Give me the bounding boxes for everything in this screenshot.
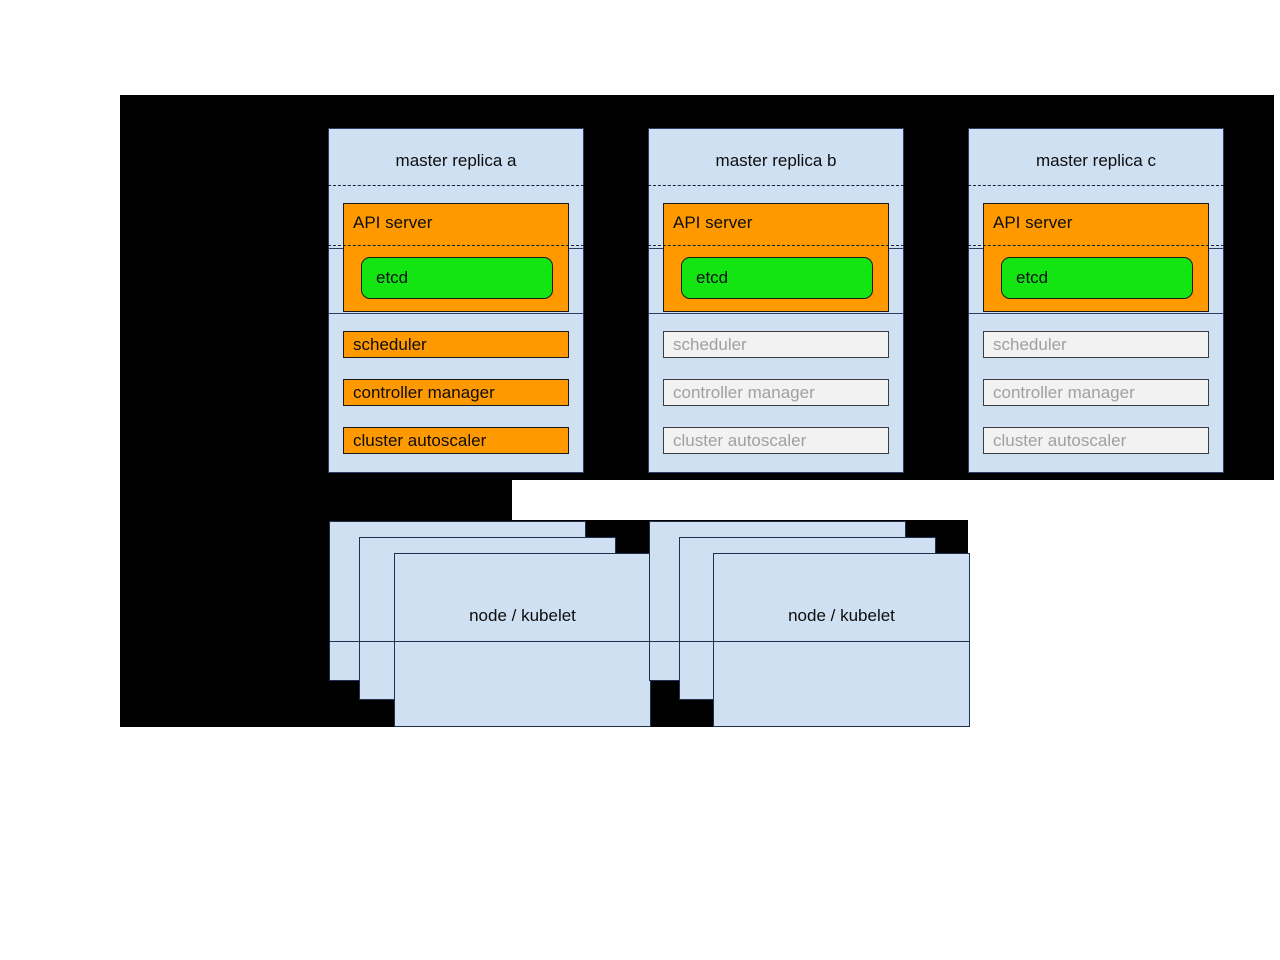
replica-c-etcd[interactable]: etcd	[1001, 257, 1193, 299]
replica-a-divider-top	[328, 185, 584, 186]
replica-c-title: master replica c	[1036, 151, 1156, 170]
replica-a-etcd-band-bottom	[328, 313, 584, 314]
replica-b-divider-mid	[648, 245, 904, 246]
replica-b-etcd[interactable]: etcd	[681, 257, 873, 299]
replica-b-etcd-label: etcd	[696, 268, 729, 287]
replica-c-cluster-autoscaler-label: cluster autoscaler	[993, 430, 1127, 450]
replica-c-etcd-band-bottom	[968, 313, 1224, 314]
replica-c-controller-manager[interactable]: controller manager	[983, 379, 1209, 406]
replica-a-scheduler[interactable]: scheduler	[343, 331, 569, 358]
replica-b-title: master replica b	[715, 151, 837, 170]
replica-b-divider-top	[648, 185, 904, 186]
replica-c-api-server-label: API server	[993, 213, 1073, 232]
node-group-right-label: node / kubelet	[788, 606, 895, 625]
node-section-divider	[329, 641, 970, 642]
replica-c-divider-top	[968, 185, 1224, 186]
replica-b-cluster-autoscaler-label: cluster autoscaler	[673, 430, 807, 450]
backdrop-left-middle	[120, 480, 512, 520]
replica-b-controller-manager[interactable]: controller manager	[663, 379, 889, 406]
replica-a-controller-manager-label: controller manager	[353, 382, 495, 402]
replica-b-cluster-autoscaler[interactable]: cluster autoscaler	[663, 427, 889, 454]
replica-a-cluster-autoscaler-label: cluster autoscaler	[353, 430, 487, 450]
replica-c-etcd-label: etcd	[1016, 268, 1049, 287]
replica-a-scheduler-label: scheduler	[353, 334, 427, 354]
node-group-right-card-front[interactable]: node / kubelet	[713, 553, 970, 727]
replica-b-scheduler-label: scheduler	[673, 334, 747, 354]
replica-c-controller-manager-label: controller manager	[993, 382, 1135, 402]
replica-b-controller-manager-label: controller manager	[673, 382, 815, 402]
replica-b-etcd-band-bottom	[648, 313, 904, 314]
replica-c-cluster-autoscaler[interactable]: cluster autoscaler	[983, 427, 1209, 454]
replica-c-scheduler[interactable]: scheduler	[983, 331, 1209, 358]
node-group-left-label: node / kubelet	[469, 606, 576, 625]
replica-a-divider-mid	[328, 245, 584, 246]
replica-b-api-server-label: API server	[673, 213, 753, 232]
node-group-left-card-front[interactable]: node / kubelet	[394, 553, 651, 727]
replica-c-scheduler-label: scheduler	[993, 334, 1067, 354]
replica-a-etcd-label: etcd	[376, 268, 409, 287]
replica-a-cluster-autoscaler[interactable]: cluster autoscaler	[343, 427, 569, 454]
replica-a-controller-manager[interactable]: controller manager	[343, 379, 569, 406]
replica-a-etcd[interactable]: etcd	[361, 257, 553, 299]
replica-c-divider-mid	[968, 245, 1224, 246]
replica-a-api-server-label: API server	[353, 213, 433, 232]
replica-a-title: master replica a	[395, 151, 517, 170]
replica-b-scheduler[interactable]: scheduler	[663, 331, 889, 358]
